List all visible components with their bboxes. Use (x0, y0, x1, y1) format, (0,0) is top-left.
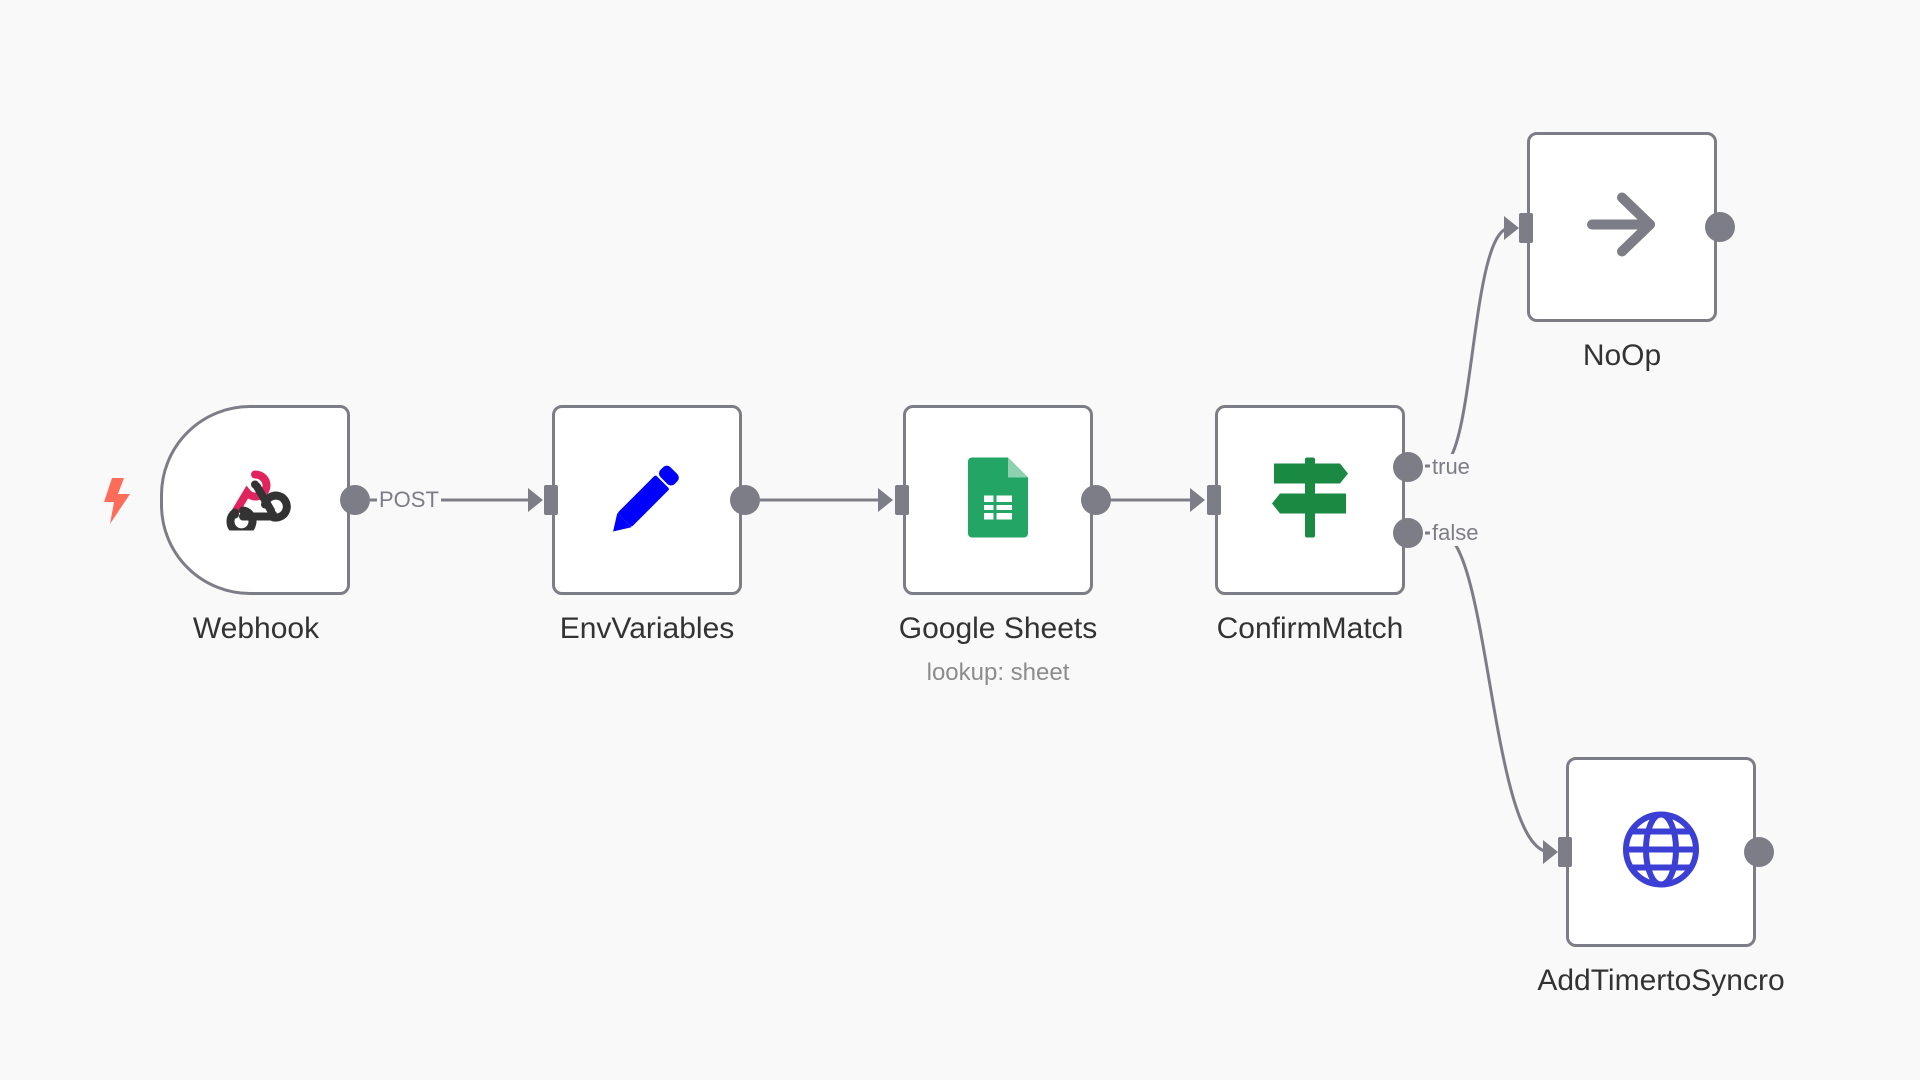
node-google-sheets[interactable] (903, 405, 1093, 595)
google-sheets-input-port[interactable] (895, 485, 909, 515)
arrowhead (878, 488, 893, 512)
node-label-google-sheets: Google Sheets (898, 612, 1098, 645)
confirmmatch-true-output-port[interactable] (1393, 452, 1423, 482)
addtimertosyncro-input-port[interactable] (1558, 837, 1572, 867)
node-confirmmatch[interactable] (1215, 405, 1405, 595)
node-label-confirmmatch: ConfirmMatch (1216, 612, 1404, 645)
arrowhead (1504, 216, 1519, 240)
edge-label-post: POST (377, 487, 441, 513)
edge-confirmmatch-false-to-addtimer (1425, 531, 1551, 854)
arrowhead (1190, 488, 1205, 512)
node-subtitle-google-sheets: lookup: sheet (926, 659, 1070, 686)
node-webhook[interactable] (160, 405, 350, 595)
node-label-webhook: Webhook (192, 612, 320, 645)
envvariables-output-port[interactable] (730, 485, 760, 515)
globe-icon (1621, 810, 1701, 895)
pencil-icon (605, 456, 689, 545)
webhook-output-port[interactable] (340, 485, 370, 515)
webhook-icon (217, 465, 293, 537)
noop-output-port[interactable] (1705, 212, 1735, 242)
confirmmatch-input-port[interactable] (1207, 485, 1221, 515)
lightning-bolt-icon[interactable] (100, 478, 132, 529)
confirmmatch-false-output-port[interactable] (1393, 518, 1423, 548)
arrow-right-icon (1586, 192, 1658, 263)
arrowhead (1543, 840, 1558, 864)
signpost-icon (1270, 457, 1350, 543)
node-envvariables[interactable] (552, 405, 742, 595)
node-noop[interactable] (1527, 132, 1717, 322)
node-addtimertosyncro[interactable] (1566, 757, 1756, 947)
node-label-envvariables: EnvVariables (559, 612, 735, 645)
noop-input-port[interactable] (1519, 213, 1533, 243)
addtimertosyncro-output-port[interactable] (1744, 837, 1774, 867)
edge-label-false: false (1430, 520, 1481, 546)
google-sheets-output-port[interactable] (1081, 485, 1111, 515)
node-label-addtimertosyncro: AddTimertoSyncro (1537, 964, 1785, 997)
edge-label-true: true (1430, 454, 1472, 480)
node-label-noop: NoOp (1582, 339, 1662, 372)
google-sheets-icon (968, 457, 1028, 543)
envvariables-input-port[interactable] (544, 485, 558, 515)
arrowhead (528, 488, 543, 512)
